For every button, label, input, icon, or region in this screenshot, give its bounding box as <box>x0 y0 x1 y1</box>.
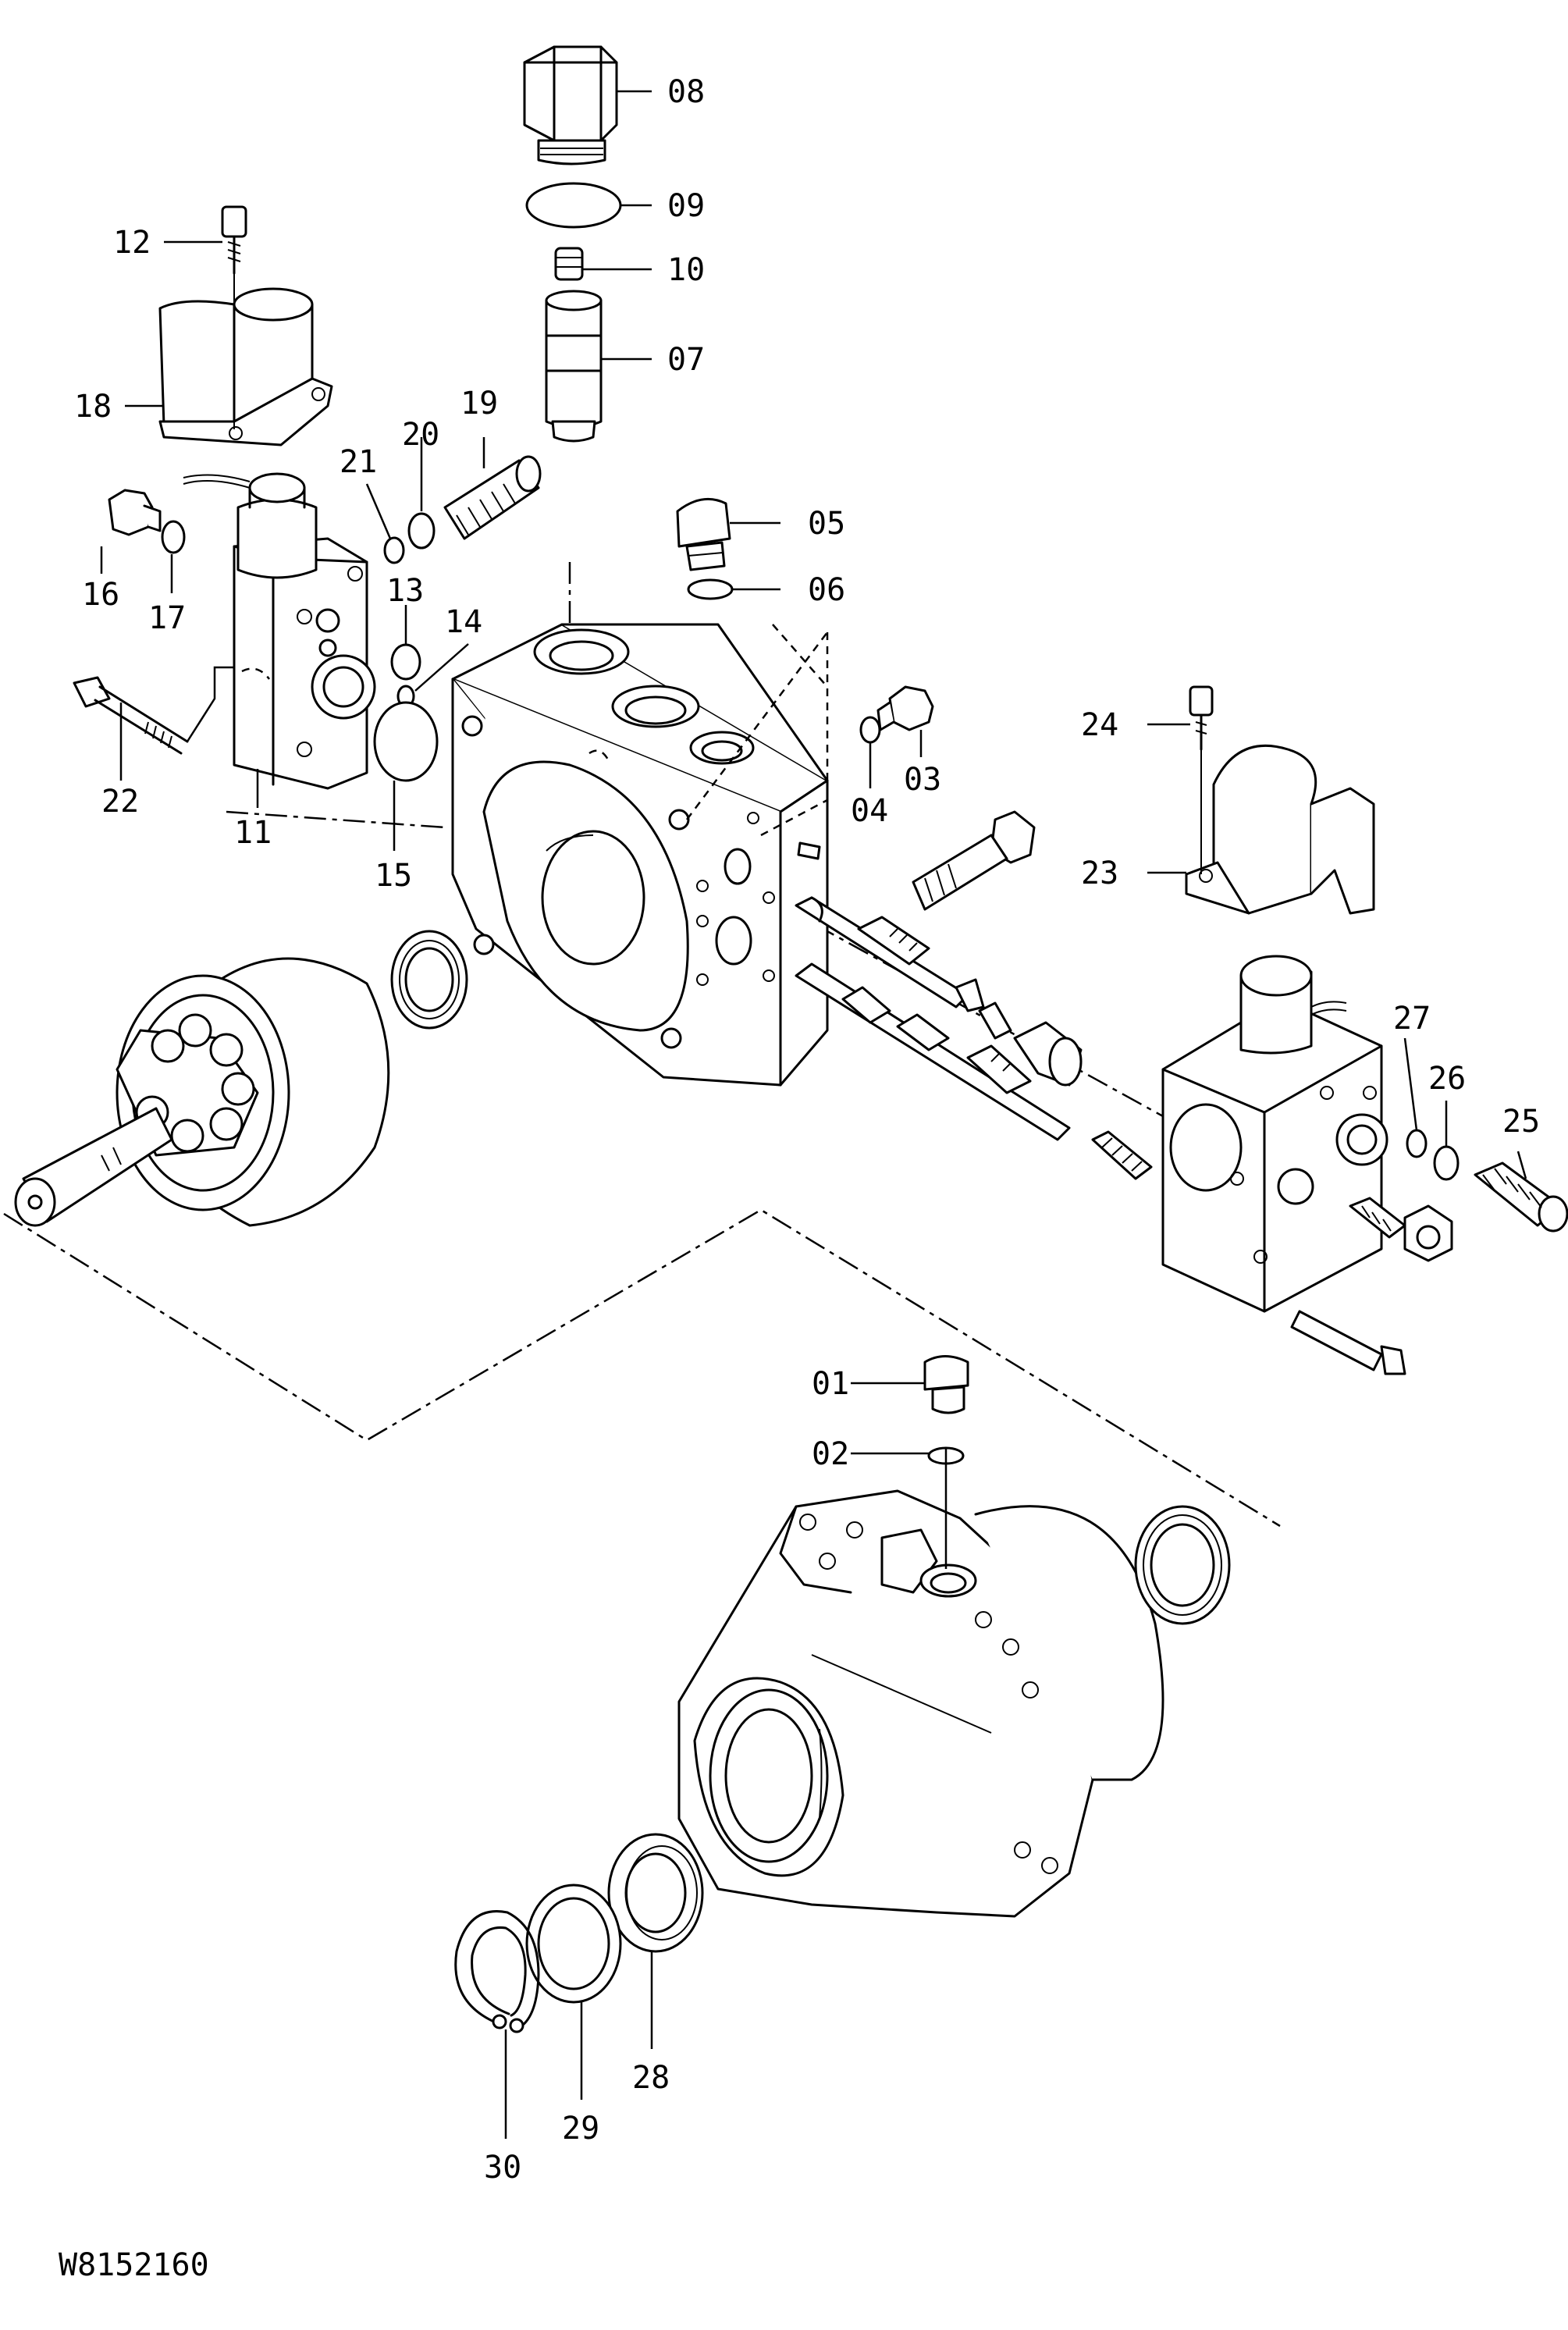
callout-21: 21 <box>340 444 377 480</box>
part-30-snap-ring <box>454 1910 540 2033</box>
callout-15: 15 <box>375 858 412 894</box>
part-01-plug <box>923 1355 969 1414</box>
callout-09: 09 <box>667 188 705 224</box>
callout-17: 17 <box>148 600 186 636</box>
callout-11: 11 <box>234 815 272 851</box>
part-22-bolt <box>73 676 189 755</box>
callout-28: 28 <box>632 2060 670 2096</box>
callout-12: 12 <box>113 225 151 261</box>
drawing-code: W8152160 <box>59 2247 209 2283</box>
part-21-o-ring <box>383 536 405 564</box>
callout-06: 06 <box>808 572 845 608</box>
callout-01: 01 <box>812 1366 849 1402</box>
callout-labels: 01 02 03 04 05 06 07 08 09 10 11 12 13 1… <box>74 74 1540 2186</box>
callout-03: 03 <box>904 762 941 798</box>
callout-05: 05 <box>808 506 845 542</box>
part-06-o-ring <box>687 578 734 600</box>
part-10-orifice <box>554 247 584 281</box>
part-07-valve <box>545 290 603 443</box>
part-20-o-ring <box>407 512 436 550</box>
part-16-plug <box>108 489 162 536</box>
part-19-spring <box>443 455 542 540</box>
bearing-left <box>390 930 468 1030</box>
rotating-group <box>14 957 390 1227</box>
spool-upper <box>795 896 985 1012</box>
callout-24: 24 <box>1081 707 1118 743</box>
bolt-right-lower <box>1290 1310 1406 1375</box>
callout-25: 25 <box>1502 1104 1540 1140</box>
spool-lower <box>795 962 1071 1141</box>
bolt-center <box>912 810 1036 911</box>
callout-16: 16 <box>82 577 119 613</box>
callout-29: 29 <box>562 2111 599 2147</box>
part-23-cover <box>1185 744 1375 915</box>
valve-body <box>451 623 829 1087</box>
spring-small <box>978 1001 1012 1040</box>
callout-30: 30 <box>484 2150 521 2186</box>
pin <box>797 841 821 860</box>
part-17-o-ring <box>161 520 186 554</box>
callout-23: 23 <box>1081 856 1118 891</box>
callout-19: 19 <box>460 386 498 422</box>
solenoid-valve-right <box>1161 955 1388 1313</box>
part-03-plug <box>876 685 934 731</box>
leader-lines <box>100 90 1527 2139</box>
part-08-plug <box>523 45 618 165</box>
callout-02: 02 <box>812 1436 849 1472</box>
sleeve <box>1013 1021 1083 1087</box>
callout-27: 27 <box>1393 1001 1431 1037</box>
callout-07: 07 <box>667 342 705 378</box>
part-09-o-ring <box>525 182 622 229</box>
part-26-o-ring <box>1433 1145 1460 1181</box>
spring-lower <box>1091 1130 1153 1180</box>
part-28-seal <box>607 1833 704 1953</box>
part-27-o-ring <box>1406 1129 1428 1158</box>
part-04-o-ring <box>859 716 881 744</box>
callout-26: 26 <box>1428 1061 1466 1097</box>
part-24-bolt <box>1189 685 1214 874</box>
part-15-o-ring <box>373 701 439 782</box>
callout-04: 04 <box>851 793 888 829</box>
callout-08: 08 <box>667 74 705 110</box>
motor-housing <box>677 1489 1164 1918</box>
callout-14: 14 <box>445 604 482 640</box>
lock-nut <box>1403 1204 1453 1262</box>
callout-20: 20 <box>402 417 439 453</box>
part-25-spring <box>1474 1161 1568 1233</box>
callout-22: 22 <box>101 784 139 820</box>
part-12-bolt <box>221 205 247 429</box>
callout-18: 18 <box>74 389 112 425</box>
part-11-solenoid-valve <box>183 472 376 790</box>
callout-13: 13 <box>386 573 424 609</box>
part-05-plug <box>676 497 731 571</box>
part-13-o-ring <box>390 643 421 681</box>
part-18-cover <box>158 287 333 446</box>
callout-10: 10 <box>667 252 705 288</box>
bearing-housing <box>1134 1505 1231 1625</box>
part-29-ring <box>525 1884 622 2004</box>
